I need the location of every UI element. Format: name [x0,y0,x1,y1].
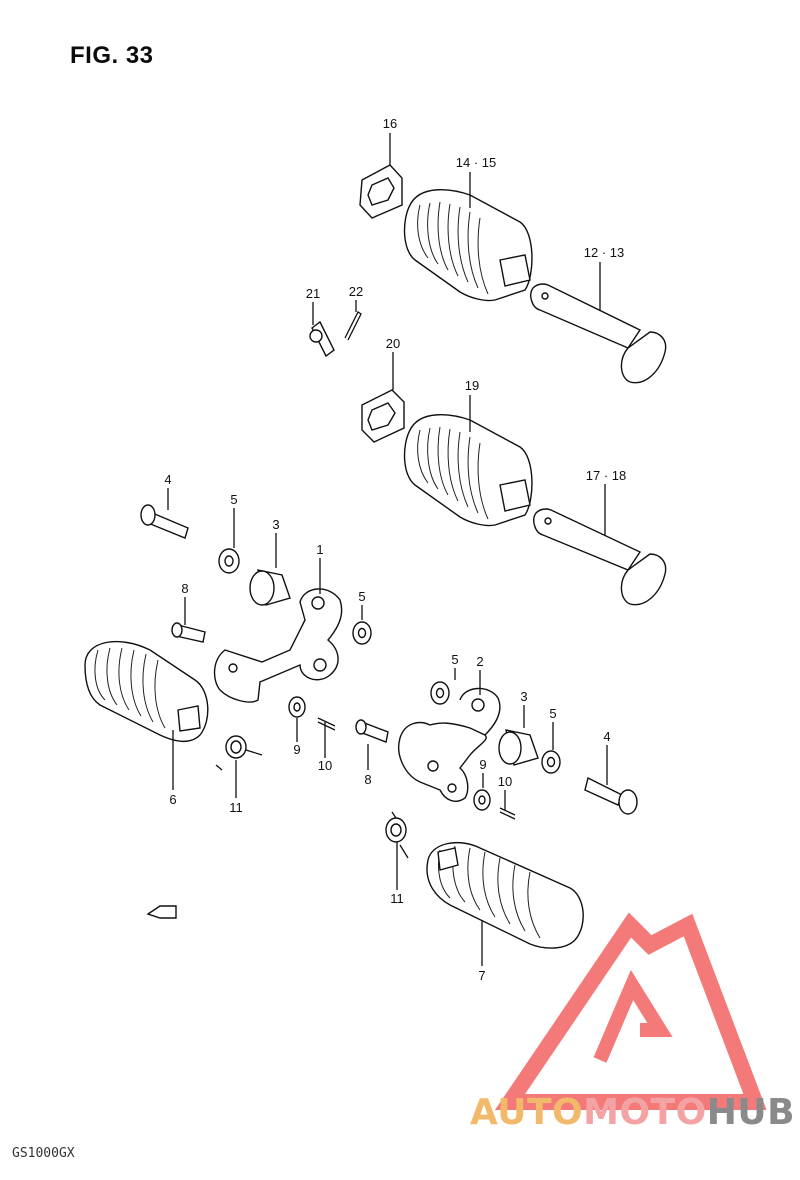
callout-8-right: 8 [364,772,371,787]
leader-lines [167,133,608,966]
watermark-hub: HUB [706,1092,796,1133]
callout-5-c: 5 [451,652,458,667]
callout-5-d: 5 [549,706,556,721]
callout-4-right: 4 [603,729,610,744]
callout-3-b: 3 [520,689,527,704]
part-4-bolt-right [584,776,638,815]
callout-19: 19 [465,378,479,393]
part-5-washer-d [541,750,561,774]
part-1-bracket [213,588,343,703]
part-5-washer-b [352,621,372,645]
callout-5-b: 5 [358,589,365,604]
part-14-15-footrest-rubber [403,189,533,302]
model-code: GS1000GX [12,1146,75,1161]
watermark-auto: AUTO [470,1092,584,1133]
part-4-bolt-left [140,504,189,539]
callout-4-left: 4 [164,472,171,487]
part-20-plate [361,389,405,443]
part-5-washer-a [218,548,240,574]
part-11-spring-right [385,811,409,859]
part-3-bushing-a [249,569,291,606]
part-10-cotter-pin-left [317,717,336,731]
part-16-plate [359,164,403,219]
watermark-logo-icon [494,912,767,1110]
callout-1: 1 [316,542,323,557]
part-12-13-pin [530,283,667,384]
callout-12-13: 12 · 13 [584,245,624,260]
callout-21: 21 [306,286,320,301]
part-7-footrest-rubber [426,841,584,949]
part-3-bushing-b [498,729,539,766]
callout-9-right: 9 [479,757,486,772]
callout-2: 2 [476,654,483,669]
part-22-clip [344,311,362,341]
callout-11-left: 11 [229,800,243,815]
part-9-washer-left [288,696,306,718]
part-2-bracket [398,687,501,802]
callout-20: 20 [386,336,400,351]
part-5-washer-c [430,681,450,705]
callout-10-left: 10 [318,758,332,773]
part-9-washer-right [473,789,491,811]
part-21-pin [309,320,335,358]
callout-9-left: 9 [293,742,300,757]
callout-17-18: 17 · 18 [586,468,626,483]
watermark-moto: MOTO [583,1092,707,1133]
part-11-spring-left [215,735,263,771]
figure-title: FIG. 33 [70,42,154,69]
callout-3-a: 3 [272,517,279,532]
callout-16: 16 [383,116,397,131]
callout-11-right: 11 [390,891,404,906]
part-10-cotter-pin-right [499,807,516,820]
callout-10-right: 10 [498,774,512,789]
callout-8-left: 8 [181,581,188,596]
callout-22: 22 [349,284,363,299]
callout-6: 6 [169,792,176,807]
callout-7: 7 [478,968,485,983]
part-8-pin-right [355,719,389,743]
part-8-pin-left [171,622,206,643]
front-arrow-icon [146,905,177,919]
callout-14-15: 14 · 15 [456,155,496,170]
part-6-footrest-rubber [84,640,209,743]
part-19-footrest-rubber [403,414,533,527]
part-17-18-pin [533,508,667,606]
watermark-text: AUTOMOTOHUB [470,1092,795,1133]
callout-5-a: 5 [230,492,237,507]
